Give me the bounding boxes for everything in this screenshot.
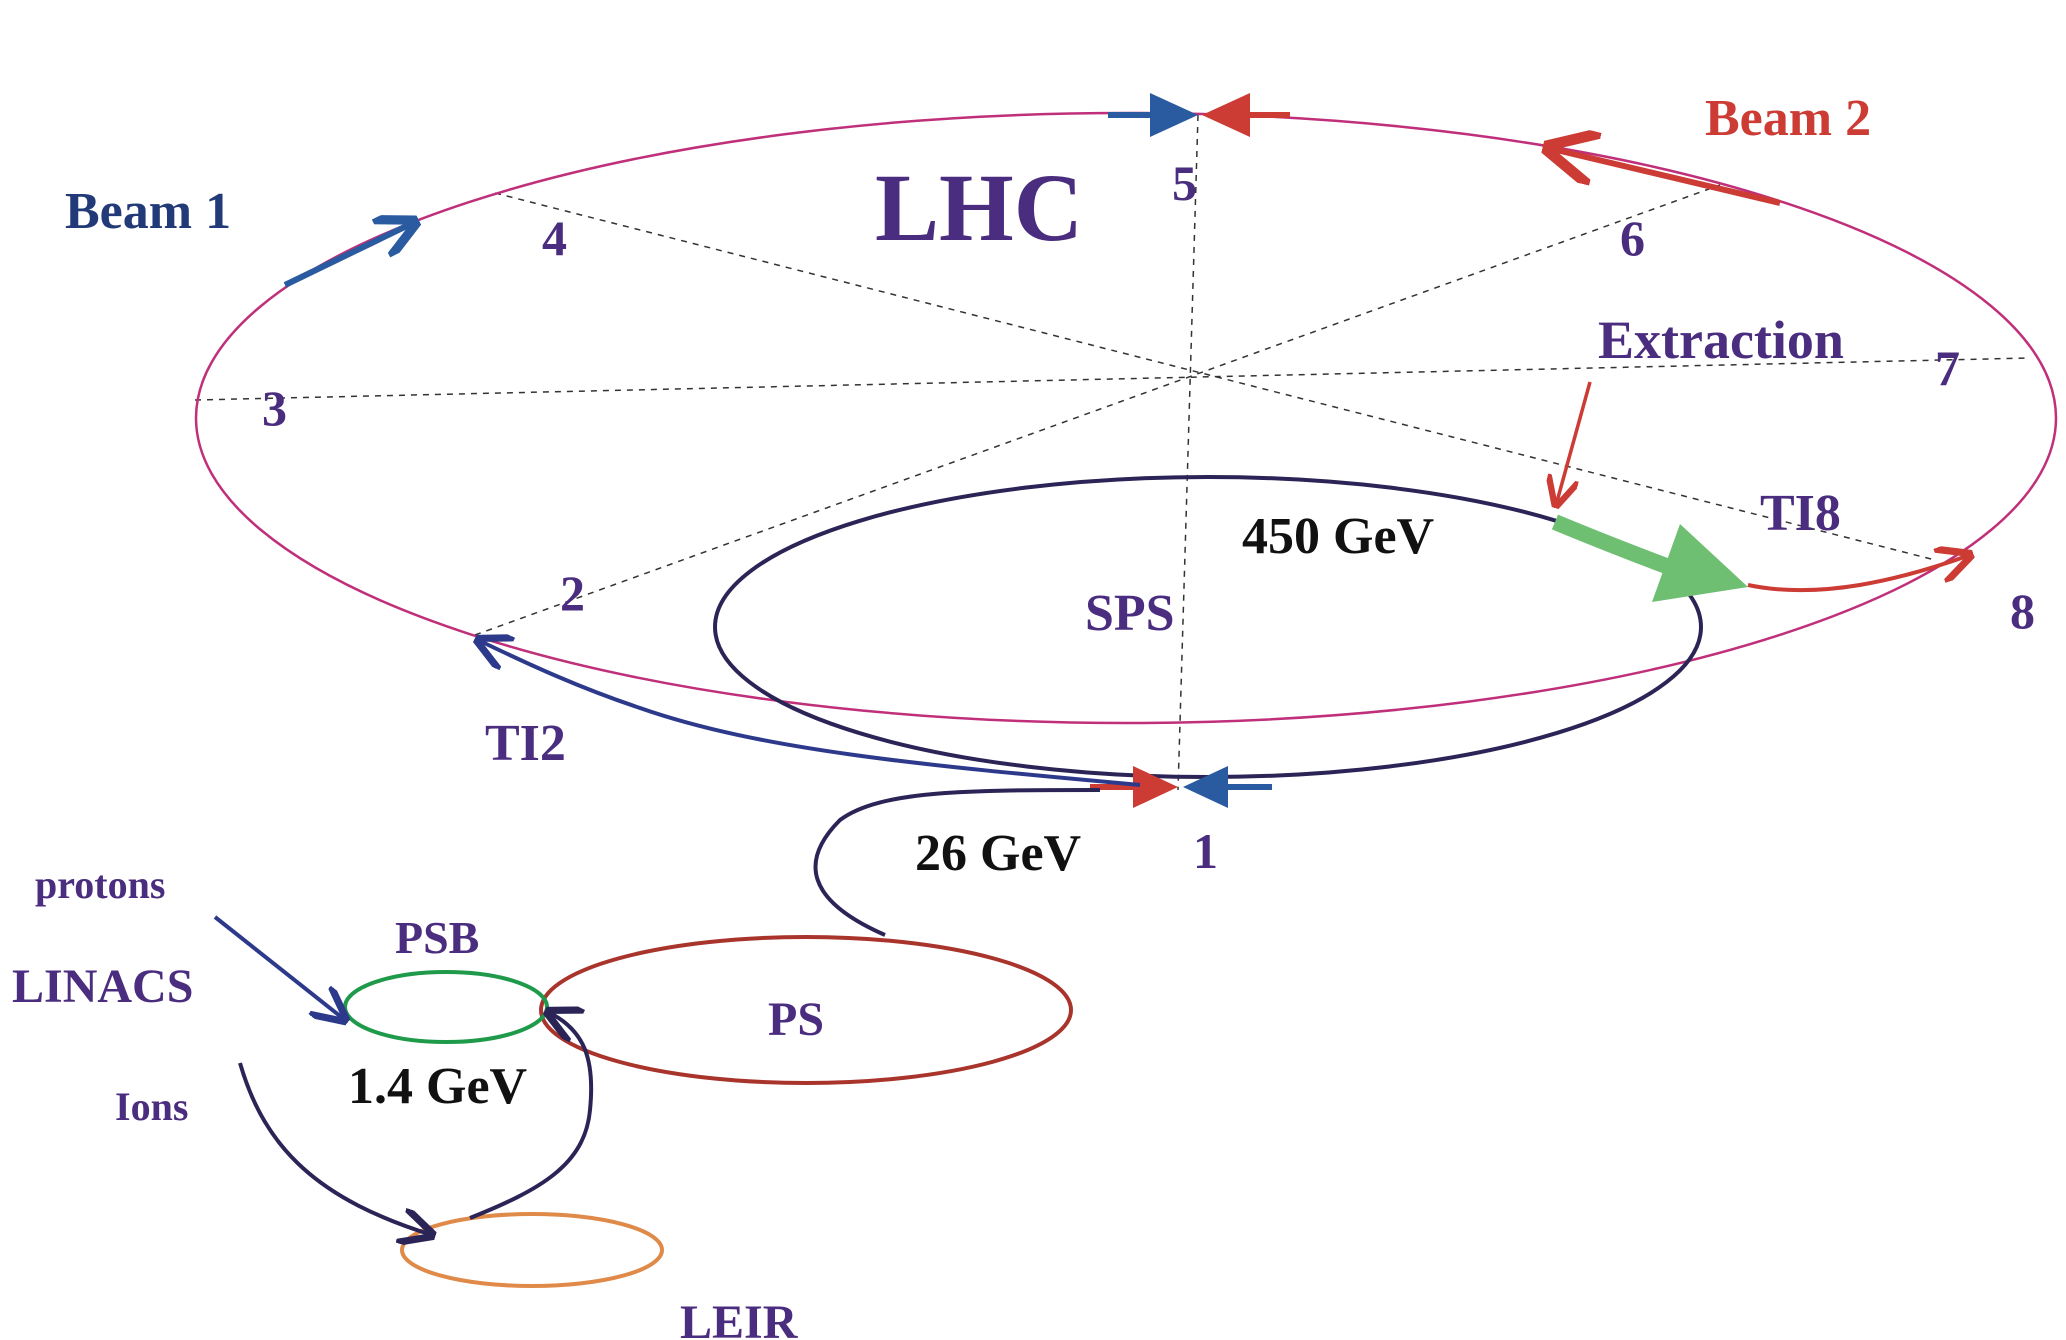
point-4-label: 4 <box>542 210 567 266</box>
point-1-label: 1 <box>1193 823 1218 879</box>
lhc-label: LHC <box>875 154 1083 261</box>
leir-to-ps-arrow <box>469 1012 594 1220</box>
point-6-label: 6 <box>1620 210 1645 266</box>
sps-ring <box>713 475 1703 779</box>
psb-label: PSB <box>395 912 479 963</box>
leir-label: LEIR <box>680 1296 799 1340</box>
point1-injection-arrows <box>1090 766 1272 808</box>
point-2-label: 2 <box>560 565 585 621</box>
ti2-label: TI2 <box>485 715 566 772</box>
ions-arrow <box>238 1062 432 1235</box>
ti2-transfer-line <box>478 640 1141 787</box>
point-5-label: 5 <box>1172 155 1197 211</box>
beam2-label: Beam 2 <box>1705 90 1871 147</box>
linacs-label: LINACS <box>12 960 193 1013</box>
ps-to-sps-line <box>813 788 1101 937</box>
psb-ring <box>343 970 549 1044</box>
beam2-direction-arrow <box>1548 148 1781 206</box>
beam1-direction-arrow <box>283 222 415 288</box>
point-7-label: 7 <box>1935 340 1960 396</box>
point5-collision-arrows <box>1108 93 1290 137</box>
extraction-arrow <box>1556 381 1592 505</box>
point-3-label: 3 <box>262 380 287 436</box>
leir-ring <box>400 1212 664 1288</box>
beam1-label: Beam 1 <box>65 183 231 240</box>
ti8-label: TI8 <box>1760 485 1841 542</box>
sps-label: SPS <box>1085 585 1175 642</box>
extraction-label: Extraction <box>1598 310 1844 370</box>
energy-26-gev-label: 26 GeV <box>915 825 1081 882</box>
protons-label: protons <box>35 862 165 907</box>
ions-label: Ions <box>115 1084 188 1129</box>
sector-lines <box>194 114 2031 791</box>
energy-450-gev-label: 450 GeV <box>1242 508 1434 565</box>
ps-label: PS <box>768 993 824 1046</box>
protons-arrow <box>213 915 345 1020</box>
point-8-label: 8 <box>2010 583 2035 639</box>
ti8-transfer-line <box>1551 514 1970 602</box>
energy-1-4-gev-label: 1.4 GeV <box>348 1058 527 1115</box>
